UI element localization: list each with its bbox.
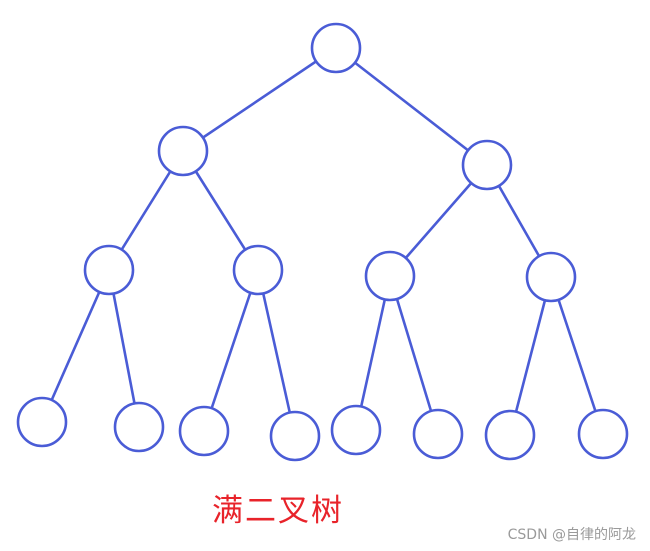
tree-node-n5 [232,244,284,296]
tree-edge-n5-n11 [256,268,297,438]
tree-edge-n7-n14 [508,275,553,437]
tree-node-n2 [157,125,209,177]
diagram-caption: 满二叉树 [212,493,344,529]
tree-node-n13 [412,408,464,460]
tree-edges [40,46,605,438]
tree-edge-n4-n8 [40,268,111,424]
tree-node-n11 [269,410,321,462]
tree-node-n1 [310,22,362,74]
tree-node-n15 [577,408,629,460]
tree-node-n10 [178,405,230,457]
tree-node-n7 [525,251,577,303]
tree-node-n8 [16,396,68,448]
tree-node-n12 [330,404,382,456]
csdn-watermark: CSDN @自律的阿龙 [507,527,636,543]
tree-edge-n5-n10 [202,268,260,433]
tree-edge-n4-n9 [107,268,141,429]
tree-node-n14 [484,409,536,461]
tree-nodes [16,22,629,462]
tree-edge-n1-n3 [334,46,489,167]
tree-edge-n6-n13 [388,274,440,436]
tree-node-n6 [364,250,416,302]
tree-node-n9 [113,401,165,453]
tree-edge-n7-n15 [549,275,605,436]
tree-node-n4 [83,244,135,296]
tree-edge-n1-n2 [181,46,338,153]
tree-edge-n6-n12 [354,274,392,432]
tree-node-n3 [461,139,513,191]
